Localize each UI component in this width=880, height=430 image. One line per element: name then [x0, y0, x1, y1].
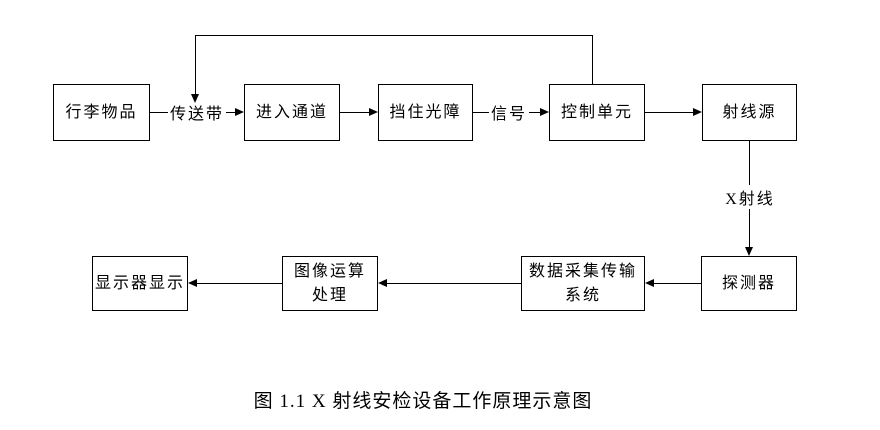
arrowhead-left-icon [378, 279, 387, 287]
edge-imageproc-to-monitor-line [197, 283, 282, 284]
node-ray-source: 射线源 [702, 84, 797, 141]
node-block-light-barrier: 挡住光障 [378, 84, 473, 141]
arrowhead-right-icon [235, 108, 244, 116]
edge-control-to-source-line [645, 112, 693, 113]
arrowhead-right-icon [369, 108, 378, 116]
node-control-unit: 控制单元 [549, 84, 645, 141]
node-luggage: 行李物品 [53, 84, 150, 141]
edge-channel-to-barrier-line [340, 112, 369, 113]
arrowhead-right-icon [540, 108, 549, 116]
edge-dataacq-to-imageproc-line [387, 283, 521, 284]
node-image-processing: 图像运算 处理 [282, 256, 378, 311]
arrowhead-down-icon [191, 94, 199, 103]
edge-label-xray: X射线 [723, 185, 777, 209]
feedback-line-horizontal [195, 35, 593, 36]
arrowhead-down-icon [745, 247, 753, 256]
feedback-line-vertical-right [592, 35, 593, 85]
node-enter-channel: 进入通道 [244, 84, 340, 141]
arrowhead-right-icon [693, 108, 702, 116]
node-detector: 探测器 [701, 256, 797, 311]
edge-label-conveyor-belt: 传送带 [167, 100, 227, 124]
node-data-acquisition: 数据采集传输 系统 [521, 256, 645, 311]
feedback-line-vertical-left [195, 35, 196, 95]
arrowhead-left-icon [188, 279, 197, 287]
node-monitor-display: 显示器显示 [92, 256, 188, 311]
edge-detector-to-dataacq-line [654, 283, 701, 284]
edge-label-signal: 信号 [488, 100, 530, 124]
figure-caption: 图 1.1 X 射线安检设备工作原理示意图 [253, 391, 593, 412]
arrowhead-left-icon [645, 279, 654, 287]
